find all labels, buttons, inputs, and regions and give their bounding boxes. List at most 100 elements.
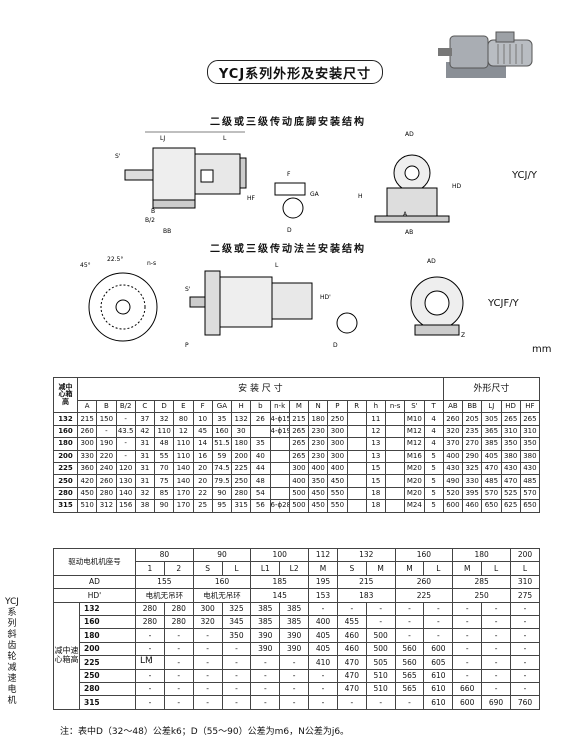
lm-value-cell: 460 [336, 641, 367, 657]
side-label: YCJ系列斜齿轮减速电机 [5, 597, 19, 706]
lm-value-cell: 610 [423, 695, 454, 710]
dim-lj: LJ [160, 135, 165, 142]
lm-value-cell: - [481, 628, 511, 643]
center-height-cell: 315 [53, 499, 78, 513]
value-cell: 330 [461, 474, 483, 488]
section-foot-title: 二级或三级传动底脚安装结构 [210, 117, 366, 128]
value-cell: 550 [327, 499, 348, 513]
svg-text:HD: HD [452, 183, 462, 190]
ad-value: 160 [192, 574, 252, 590]
col-header: n-s [384, 399, 406, 414]
value-cell: 170 [173, 499, 194, 513]
frame-sub: L2 [279, 561, 310, 576]
value-cell: 230 [307, 449, 329, 463]
value-cell: 510 [76, 499, 98, 513]
value-cell: 350 [500, 437, 521, 451]
value-cell: 450 [307, 499, 329, 513]
install-header: 安 装 尺 寸 [77, 377, 444, 401]
center-height-cell: 180 [53, 437, 78, 451]
value-cell: 20 [192, 461, 213, 476]
lm-value-cell: 560 [394, 655, 425, 670]
lm-value-cell: 400 [308, 614, 338, 630]
value-cell: 430 [500, 461, 521, 476]
lm-value-cell: - [365, 695, 396, 710]
lm-value-cell: 505 [365, 655, 396, 670]
center-height-cell: 225 [79, 655, 136, 670]
value-cell: 5 [423, 486, 444, 501]
center-height-cell: 250 [53, 474, 78, 488]
value-cell: M20 [404, 461, 425, 476]
value-cell: 265 [519, 412, 541, 426]
value-cell: 12 [173, 424, 194, 439]
value-cell: 265 [288, 437, 310, 451]
value-cell [384, 461, 406, 476]
value-cell: 520 [442, 486, 464, 501]
frame-80: 80 [135, 547, 194, 563]
lm-value-cell: - [481, 681, 511, 697]
value-cell: - [115, 437, 136, 451]
value-cell: 320 [442, 424, 464, 439]
lm-value-cell: - [423, 601, 454, 616]
col-header: b [250, 399, 271, 414]
lm-value-cell: - [509, 628, 541, 643]
row-group-label: 减中速心箱高 [53, 601, 80, 710]
col-header: n-k [269, 399, 290, 414]
col-header: P [327, 399, 348, 414]
hd-label: HD' [53, 588, 136, 603]
value-cell: 160 [211, 424, 233, 439]
lm-value-cell: 390 [250, 641, 281, 657]
frame-sub: M [365, 561, 396, 576]
value-cell: 430 [442, 461, 464, 476]
lm-value-cell: - [250, 655, 281, 670]
col-header: HD [500, 399, 521, 414]
frame-200: 200 [509, 547, 541, 563]
lm-value-cell: - [452, 668, 483, 683]
lm-label: LM [140, 656, 153, 666]
value-cell: 26 [250, 412, 271, 426]
hd-value: 电机无吊环 [135, 588, 194, 603]
value-cell: 325 [461, 461, 483, 476]
value-cell: 140 [115, 486, 136, 501]
value-cell [384, 449, 406, 463]
value-cell: 54 [250, 486, 271, 501]
value-cell: 310 [500, 424, 521, 439]
col-header: D [153, 399, 175, 414]
value-cell [346, 474, 367, 488]
lm-value-cell: - [163, 628, 194, 643]
frame-160: 160 [394, 547, 454, 563]
lm-value-cell: 660 [452, 681, 483, 697]
lm-value-cell: - [452, 614, 483, 630]
value-cell: 44 [250, 461, 271, 476]
value-cell: 25 [192, 499, 213, 513]
lm-value-cell: - [336, 601, 367, 616]
value-cell: 290 [461, 449, 483, 463]
lm-value-cell: 500 [365, 628, 396, 643]
value-cell [269, 461, 290, 476]
lm-value-cell: - [308, 695, 338, 710]
col-header: R [346, 399, 367, 414]
svg-text:D: D [333, 342, 338, 349]
lm-value-cell: - [481, 668, 511, 683]
value-cell: 315 [230, 499, 252, 513]
lm-value-cell: 690 [481, 695, 511, 710]
center-height-cell: 132 [53, 412, 78, 426]
value-cell: 500 [288, 486, 310, 501]
frame-sub: S [192, 561, 223, 576]
value-cell: 35 [250, 437, 271, 451]
value-cell: 22 [192, 486, 213, 501]
lm-value-cell: - [509, 601, 541, 616]
value-cell: 250 [327, 412, 348, 426]
value-cell: 70 [153, 461, 175, 476]
value-cell [384, 474, 406, 488]
value-cell: 280 [96, 486, 117, 501]
lm-value-cell: - [163, 695, 194, 710]
lm-value-cell: - [192, 695, 223, 710]
value-cell: 450 [76, 486, 98, 501]
lm-value-cell: 600 [452, 695, 483, 710]
lm-value-cell: - [452, 601, 483, 616]
lm-value-cell: - [279, 668, 310, 683]
lm-value-cell: - [481, 601, 511, 616]
lm-value-cell: 565 [394, 668, 425, 683]
